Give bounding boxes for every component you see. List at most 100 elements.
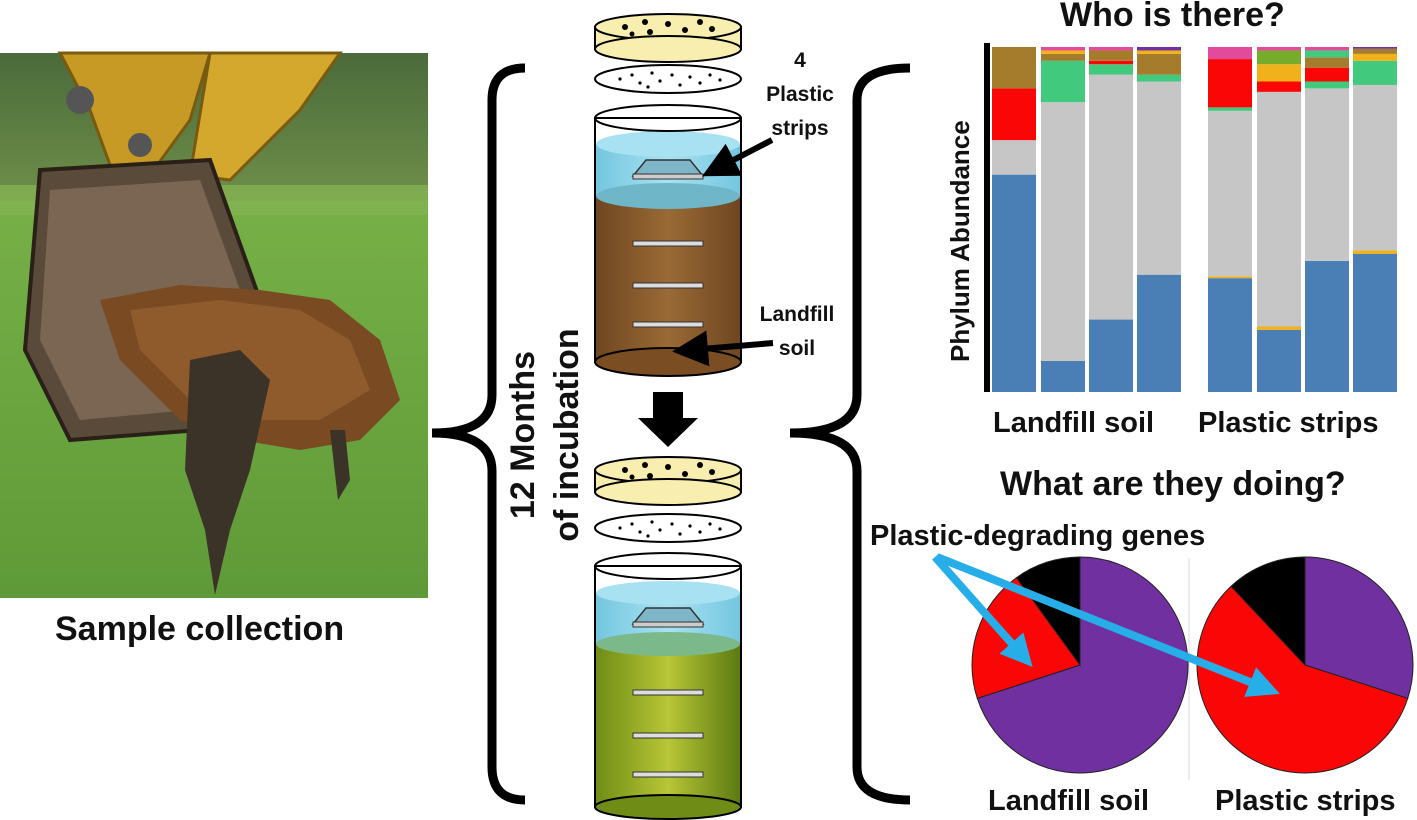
y-axis-label: Phylum Abundance [945,120,975,362]
bar-segment [1257,64,1301,82]
bar-segment [1305,81,1349,89]
duration-line-1: 12 Months [504,350,542,520]
pie-slice [1015,556,1081,667]
plastic-strip [632,240,704,247]
annotation-arrow-soil [932,554,1033,667]
bar-segment [1257,91,1301,327]
plastic-strip [632,689,704,696]
bar-segment [1353,250,1397,254]
soil-clump-icon [100,285,400,595]
bar-segment [992,47,1036,89]
who-title: Who is there? [1060,0,1285,34]
bar-segment [1041,360,1085,392]
bar-segment [1353,60,1397,85]
strips-label: 4 Plastic strips [765,44,835,146]
bar-segment [1137,274,1181,392]
bar-segment [1137,47,1181,51]
bar-segment [1137,53,1181,75]
plastic-strip [632,732,704,739]
bar-segment [1353,254,1397,392]
bar-segment [1137,50,1181,54]
bar-segment [1305,67,1349,82]
bar-segment [1137,74,1181,82]
bar-segment [1208,107,1252,111]
annotation-arrows [932,553,1280,697]
bar-segment [1041,60,1085,103]
pie-slice [1230,556,1306,667]
strips-label-line: Plastic [766,83,834,106]
plastic-strip [632,282,704,289]
what-title: What are they doing? [1000,465,1346,503]
bar-segment [992,174,1036,392]
bar-segment [1353,47,1397,49]
mesh-icon [594,64,742,94]
container-after [594,456,742,820]
bar-segment [1089,64,1133,75]
bar-segment [1305,57,1349,68]
plastic-strip [632,321,704,328]
bar-segment [1353,48,1397,54]
strips-label-line: strips [771,117,829,140]
bar-segment [1208,278,1252,392]
pie-label: Plastic strips [1215,785,1396,817]
bar-segment [1208,110,1252,277]
bar-segment [1257,50,1301,65]
bar-segment [1257,81,1301,92]
gene-pie-charts [971,556,1414,774]
bar-segment [1257,47,1301,51]
bar-segment [1137,81,1181,275]
bar-segment [1257,329,1301,392]
phylum-bar-chart [984,43,1397,392]
bar-group-label: Landfill soil [993,407,1155,439]
plastic-strip [632,771,704,778]
bar-segment [1041,50,1085,54]
bar-segment [1305,50,1349,58]
bar-segment [1089,319,1133,392]
bar-segment [1089,60,1133,65]
bar-segment [1089,50,1133,61]
lid-icon [594,13,742,63]
pie-slice [1304,556,1414,700]
right-brace [789,63,911,805]
bar-segment [1305,47,1349,51]
bar-segment [1041,47,1085,51]
pie-slice [1196,585,1409,774]
bar-segment [1089,74,1133,320]
bar-segment [1257,326,1301,330]
strips-label-line: 4 [794,49,806,72]
soil-label: Landfill soil [752,298,842,366]
strips-callout-arrow [702,137,774,177]
container-before [594,13,742,377]
sample-photo [0,51,428,598]
pie-label: Landfill soil [988,785,1150,817]
annotation-arrow-strips [935,553,1280,697]
soil-layer [596,196,740,362]
bar-segment [1353,84,1397,251]
bar-segment [1305,88,1349,261]
bar-segment [1208,59,1252,108]
bar-segment [1353,53,1397,61]
bar-segment [1208,276,1252,279]
bar-segment [1041,102,1085,361]
bar-segment [992,140,1036,175]
excavator-arm-icon [57,51,343,182]
left-brace [431,63,526,805]
annotation-text: Plastic-degrading genes [870,520,1206,552]
bar-segment [1041,53,1085,61]
soil-label-line: Landfill [759,303,835,326]
lid-icon [594,456,742,506]
sample-caption: Sample collection [55,610,345,648]
mesh-icon [594,513,742,543]
down-arrow-icon [638,392,698,447]
pie-slice [976,556,1189,774]
bar-segment [1305,260,1349,392]
bar-segment [992,88,1036,141]
soil-callout-arrow [672,330,774,367]
duration-line-2: of incubation [548,328,586,542]
bar-segment [1208,47,1252,60]
soil-label-line: soil [778,337,816,360]
bar-segment [1089,47,1133,51]
soil-layer-after [596,644,740,807]
bar-group-label: Plastic strips [1198,407,1379,439]
